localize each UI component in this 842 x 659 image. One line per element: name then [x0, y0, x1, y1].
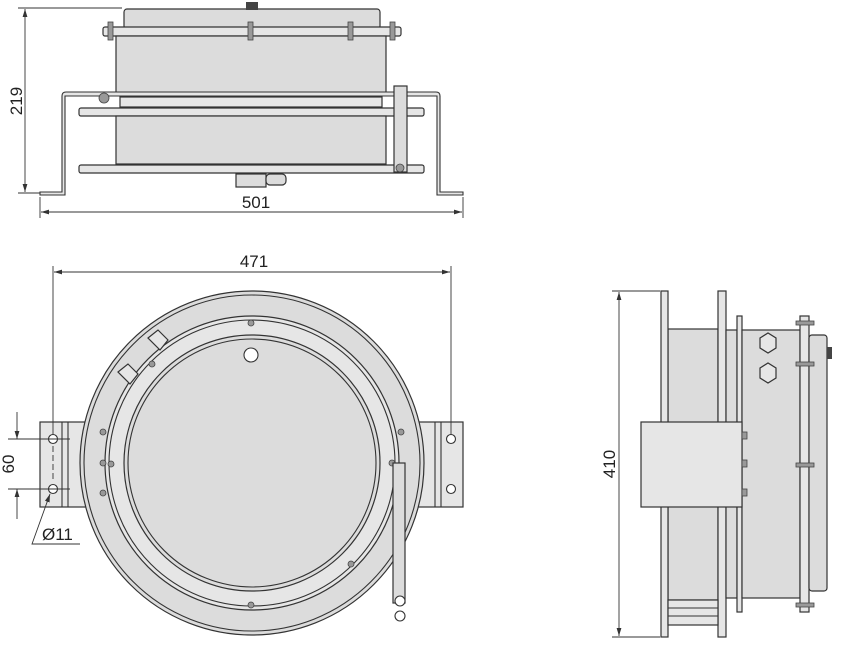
- side-height-dimension-label: 410: [600, 450, 619, 478]
- hole-spacing-label: 60: [0, 455, 18, 474]
- front-view: 60 Ø11 471: [0, 252, 464, 636]
- height-dimension-label: 219: [7, 87, 26, 115]
- hole-diameter-label: Ø11: [42, 525, 73, 544]
- width-dimension-label: 501: [242, 193, 270, 212]
- front-width-dimension-label: 471: [240, 252, 268, 271]
- top-view: 219 501: [7, 2, 464, 218]
- side-view: 410: [600, 290, 832, 638]
